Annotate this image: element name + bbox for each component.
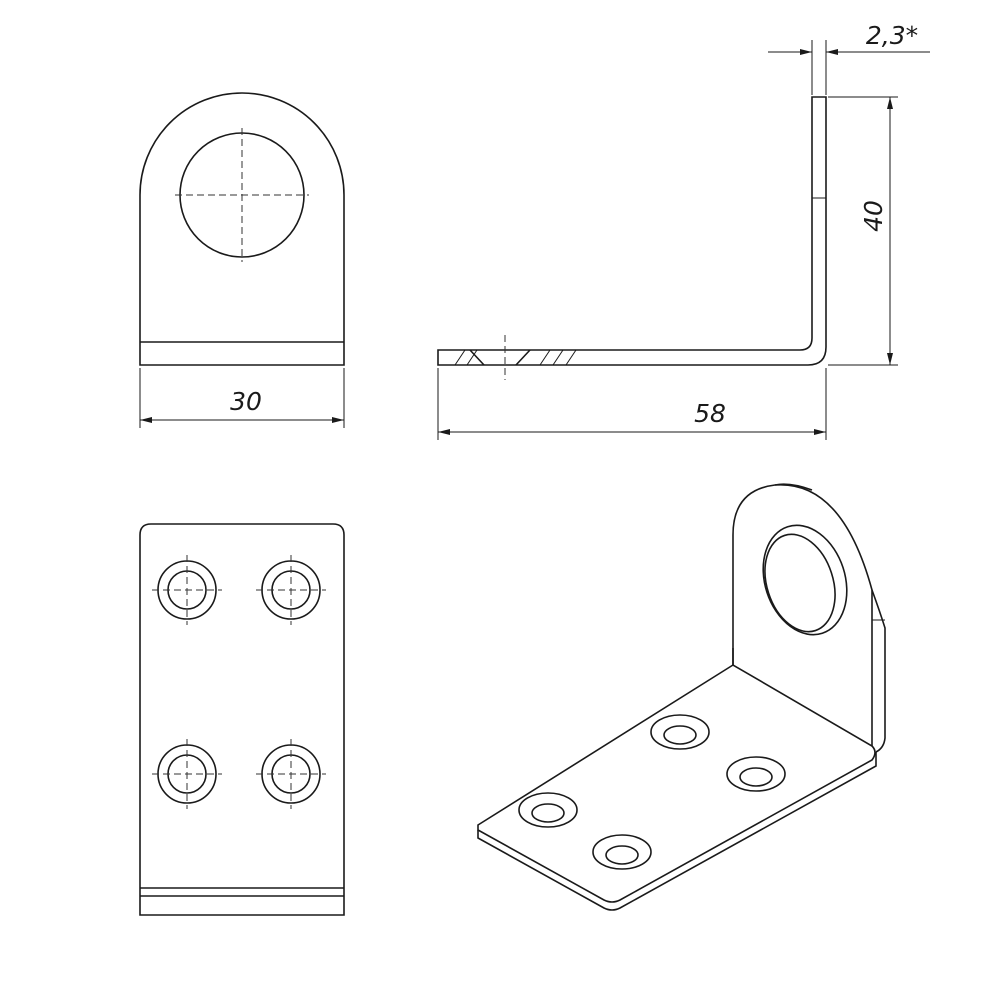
top-view-hole: [256, 739, 326, 809]
side-view: 58 40 2,3*: [437, 21, 930, 440]
length-dimension-label: 58: [694, 399, 726, 428]
height-dimension: 40: [828, 96, 898, 366]
top-view-outline: [139, 523, 345, 916]
length-dimension: 58: [437, 368, 827, 440]
side-view-profile: [437, 96, 827, 366]
width-dimension: 30: [139, 368, 345, 428]
top-view-hole: [152, 555, 222, 625]
iso-hole: [650, 714, 710, 750]
thickness-dimension-label: 2,3*: [866, 21, 918, 50]
thickness-dimension: 2,3*: [768, 21, 930, 95]
height-dimension-label: 40: [859, 200, 888, 232]
isometric-view: [477, 483, 886, 911]
iso-large-hole: [762, 524, 848, 636]
width-dimension-label: 30: [230, 387, 262, 416]
iso-hole: [592, 834, 652, 870]
side-view-hatching: [454, 349, 577, 366]
front-view-outline: [139, 92, 345, 366]
top-view-hole: [256, 555, 326, 625]
top-view-hole: [152, 739, 222, 809]
iso-hole: [518, 792, 578, 828]
front-view: 30: [139, 92, 345, 428]
iso-vertical-leg: [732, 484, 873, 746]
iso-base-plate: [477, 664, 876, 903]
top-view: [139, 523, 345, 916]
iso-hole: [726, 756, 786, 792]
